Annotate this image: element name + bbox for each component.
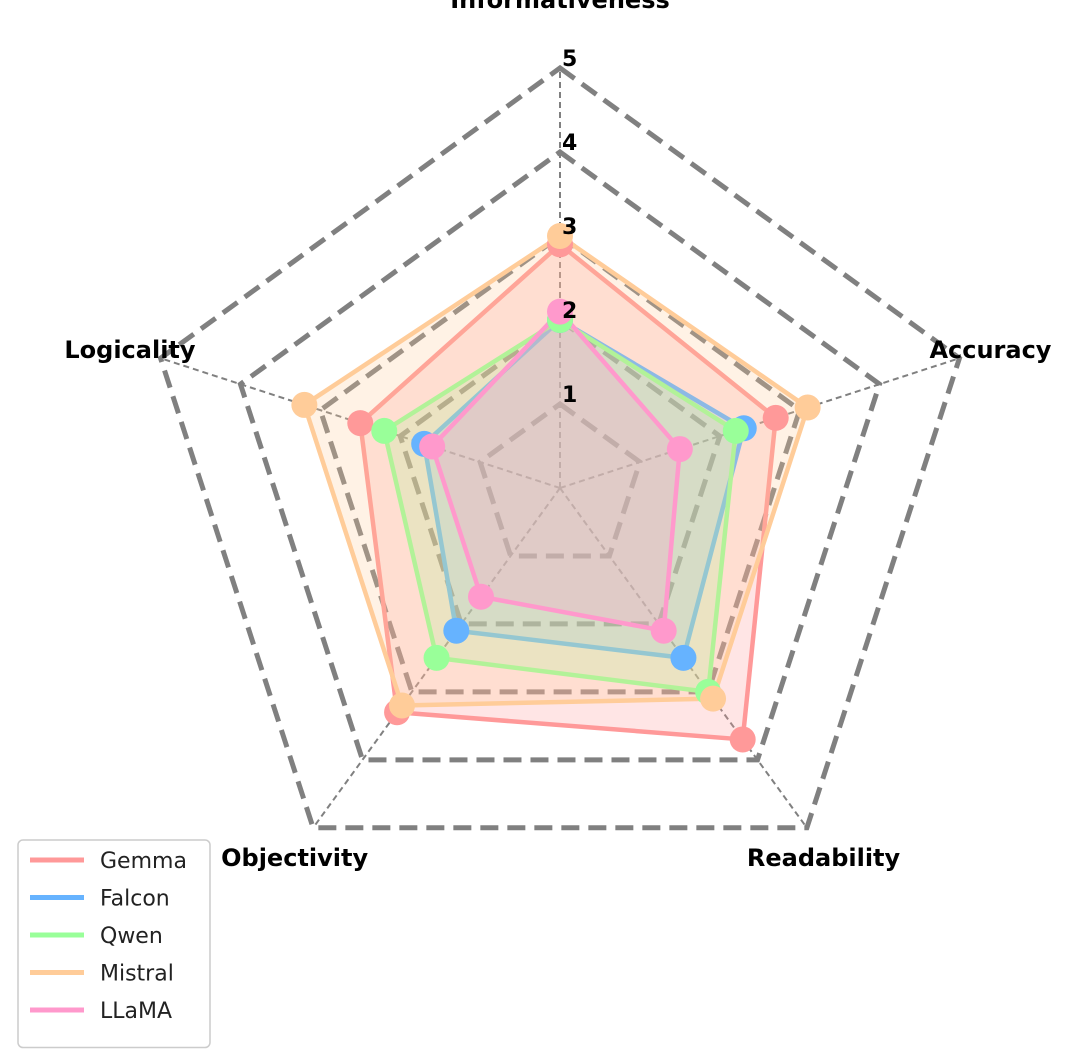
point-qwen-objectivity	[423, 644, 450, 671]
point-llama-readability	[650, 617, 677, 644]
axis-label-objectivity: Objectivity	[221, 844, 368, 872]
series-falcon-area	[421, 317, 746, 661]
point-mistral-informativeness	[547, 223, 573, 249]
axis-label-readability: Readability	[747, 844, 901, 872]
point-gemma-accuracy	[762, 404, 789, 431]
series-gemma-area	[358, 242, 778, 742]
legend-label-llama: LLaMA	[100, 999, 172, 1024]
tick-label-3: 3	[562, 215, 577, 240]
point-qwen-logicality	[371, 417, 398, 444]
tick-label-4: 4	[562, 131, 577, 156]
axis-label-accuracy: Accuracy	[929, 336, 1051, 364]
legend-label-falcon: Falcon	[100, 887, 170, 912]
point-falcon-objectivity	[443, 617, 470, 644]
legend-label-qwen: Qwen	[100, 924, 163, 949]
tick-label-2: 2	[562, 299, 577, 324]
axis-label-logicality: Logicality	[64, 336, 196, 364]
point-mistral-readability	[700, 685, 727, 712]
point-mistral-accuracy	[794, 394, 821, 421]
grid-ring-3	[317, 232, 803, 695]
grid-ring-5	[157, 64, 963, 831]
grid-ring-2	[397, 316, 723, 627]
series-mistral-area	[302, 233, 810, 708]
grid-ring-1	[477, 400, 643, 559]
legend-box	[17, 839, 211, 1049]
tick-label-5: 5	[562, 47, 577, 72]
axis-label-informativeness: Informativeness	[450, 0, 670, 14]
tick-label-1: 1	[562, 383, 577, 408]
point-gemma-logicality	[347, 410, 374, 437]
point-qwen-accuracy	[722, 417, 749, 444]
series-llama-area	[429, 309, 683, 633]
point-llama-logicality	[419, 433, 446, 460]
point-gemma-readability	[729, 726, 756, 753]
point-mistral-objectivity	[389, 692, 416, 719]
point-llama-objectivity	[468, 583, 495, 610]
series-layer	[291, 223, 821, 753]
spoke-accuracy	[559, 357, 960, 489]
legend-label-mistral: Mistral	[100, 962, 174, 987]
point-falcon-readability	[670, 644, 697, 671]
point-llama-informativeness	[547, 298, 573, 325]
grid-ring-4	[237, 148, 883, 763]
point-llama-accuracy	[666, 436, 693, 463]
legend-label-gemma: Gemma	[100, 849, 187, 874]
grid-layer	[157, 64, 963, 831]
point-mistral-logicality	[291, 391, 318, 418]
